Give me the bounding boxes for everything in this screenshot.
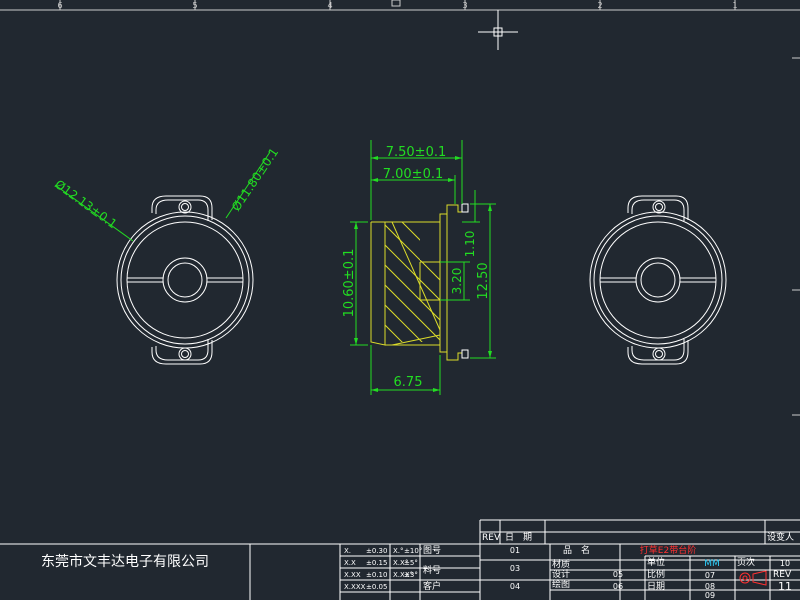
dim-total-height: 12.50 <box>476 262 491 299</box>
tolerance-r4-c2: ±0.05 <box>366 583 387 591</box>
unit-value: MM <box>704 559 720 569</box>
dim-body-width: 7.00±0.1 <box>383 167 444 182</box>
tolerance-r3-c2: ±0.10 <box>366 571 387 579</box>
part-name-value: 打草E2带台阶 <box>640 544 696 556</box>
customer-label: 客户 <box>423 580 441 592</box>
cell-03: 03 <box>510 564 520 573</box>
cell-10: 10 <box>780 559 790 568</box>
rev-number-value: 11 <box>778 580 792 593</box>
tolerance-r1-c2: ±0.30 <box>366 547 387 555</box>
tolerance-r1-c3: X.° <box>393 547 404 555</box>
date2-label: 日期 <box>647 581 665 592</box>
front-view-right <box>589 195 727 365</box>
top-zone-strip <box>0 0 800 11</box>
cell-09: 09 <box>705 591 715 600</box>
material-label: 材质 <box>552 558 570 570</box>
page-label: 页次 <box>737 556 755 568</box>
rev-number-label: REV <box>773 570 792 580</box>
dim-total-width: 7.50±0.1 <box>386 145 447 160</box>
drawn-label: 绘图 <box>552 578 570 590</box>
zone-label-1: 1 <box>732 1 737 10</box>
tolerance-r3-c4: ±3° <box>404 571 418 579</box>
zone-label-3: 3 <box>462 1 467 10</box>
front-view-left-dims <box>54 151 271 242</box>
title-block-frame <box>0 519 800 600</box>
cell-07: 07 <box>705 571 715 580</box>
dim-step-small: 1.10 <box>463 231 477 258</box>
tolerance-r3-c3: X.XX° <box>393 571 413 579</box>
section-dims <box>350 140 496 395</box>
tolerance-r2-c1: X.X <box>344 559 356 567</box>
date-label: 日 期 <box>505 532 532 543</box>
company-name: 东莞市文丰达电子有限公司 <box>41 553 209 570</box>
material-no-label: 料号 <box>423 564 441 576</box>
tolerance-r3-c1: X.XX <box>344 571 361 579</box>
tolerance-r4-c1: X.XXX <box>344 583 366 591</box>
front-view-left <box>116 195 254 365</box>
tolerance-r1-c4: ±10° <box>404 547 422 555</box>
cell-05: 05 <box>613 570 623 579</box>
zone-label-2: 2 <box>597 1 602 10</box>
zone-label-4: 4 <box>327 1 332 10</box>
zone-label-6: 6 <box>57 1 62 10</box>
approver-label: 设变人 <box>767 531 794 543</box>
cell-04: 04 <box>510 582 520 591</box>
zone-marker-box <box>391 0 401 7</box>
projection-symbol-icon <box>739 570 767 586</box>
right-edge-ticks <box>792 57 800 416</box>
tolerance-r2-c3: X.X° <box>393 559 408 567</box>
cell-08: 08 <box>705 582 715 591</box>
tolerance-r2-c4: ±5° <box>404 559 418 567</box>
rev-label: REV <box>482 533 501 543</box>
part-name-label: 品 名 <box>563 544 590 556</box>
cell-01: 01 <box>510 546 520 555</box>
unit-label: 单位 <box>647 556 665 568</box>
drawing-no-label: 图号 <box>423 545 441 556</box>
cell-06: 06 <box>613 582 623 591</box>
dim-base-width: 6.75 <box>394 375 423 390</box>
dim-step-inner: 3.20 <box>450 268 464 295</box>
tolerance-r2-c2: ±0.15 <box>366 559 387 567</box>
zone-label-5: 5 <box>192 1 197 10</box>
cursor-crosshair[interactable] <box>478 10 518 50</box>
scale-label: 比例 <box>647 568 665 580</box>
dim-body-height: 10.60±0.1 <box>342 249 357 318</box>
design-label: 设计 <box>552 568 570 580</box>
tolerance-r1-c1: X. <box>344 547 351 555</box>
